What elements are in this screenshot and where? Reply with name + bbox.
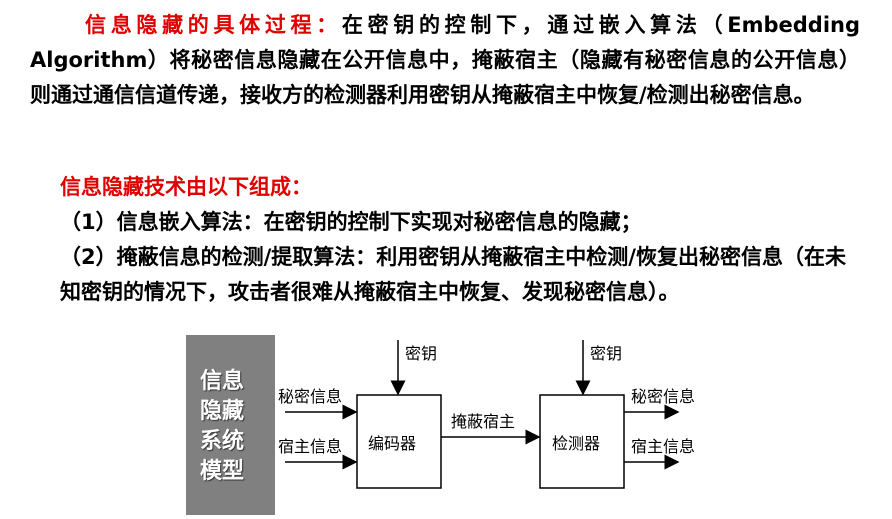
components-section: 信息隐藏技术由以下组成： （1）信息嵌入算法：在密钥的控制下实现对秘密信息的隐藏…	[30, 170, 860, 310]
output-host-label: 宿主信息	[631, 437, 696, 456]
components-heading: 信息隐藏技术由以下组成：	[60, 175, 312, 199]
input-host-label: 宿主信息	[278, 437, 343, 456]
channel-label: 掩蔽宿主	[451, 412, 516, 431]
intro-text: 在密钥的控制下，通过嵌入算法（Embedding Algorithm）将秘密信息…	[30, 13, 861, 107]
diagram-title: 信息隐藏系统模型	[200, 369, 245, 484]
encoder-box	[356, 394, 442, 489]
key-label-left: 密钥	[405, 344, 438, 363]
detector-label: 检测器	[552, 434, 601, 453]
component-item-2: （2）掩蔽信息的检测/提取算法：利用密钥从掩蔽宿主中检测/恢复出秘密信息（在未知…	[60, 245, 846, 304]
output-secret-label: 秘密信息	[631, 387, 696, 406]
intro-paragraph: 信息隐藏的具体过程：在密钥的控制下，通过嵌入算法（Embedding Algor…	[30, 8, 860, 113]
component-item-1: （1）信息嵌入算法：在密钥的控制下实现对秘密信息的隐藏；	[60, 210, 642, 234]
key-label-right: 密钥	[590, 344, 623, 363]
input-secret-label: 秘密信息	[278, 387, 343, 406]
encoder-label: 编码器	[368, 434, 417, 453]
diagram-title-box: 信息隐藏系统模型	[186, 335, 275, 515]
detector-box	[539, 394, 625, 489]
intro-heading: 信息隐藏的具体过程：	[85, 13, 342, 37]
